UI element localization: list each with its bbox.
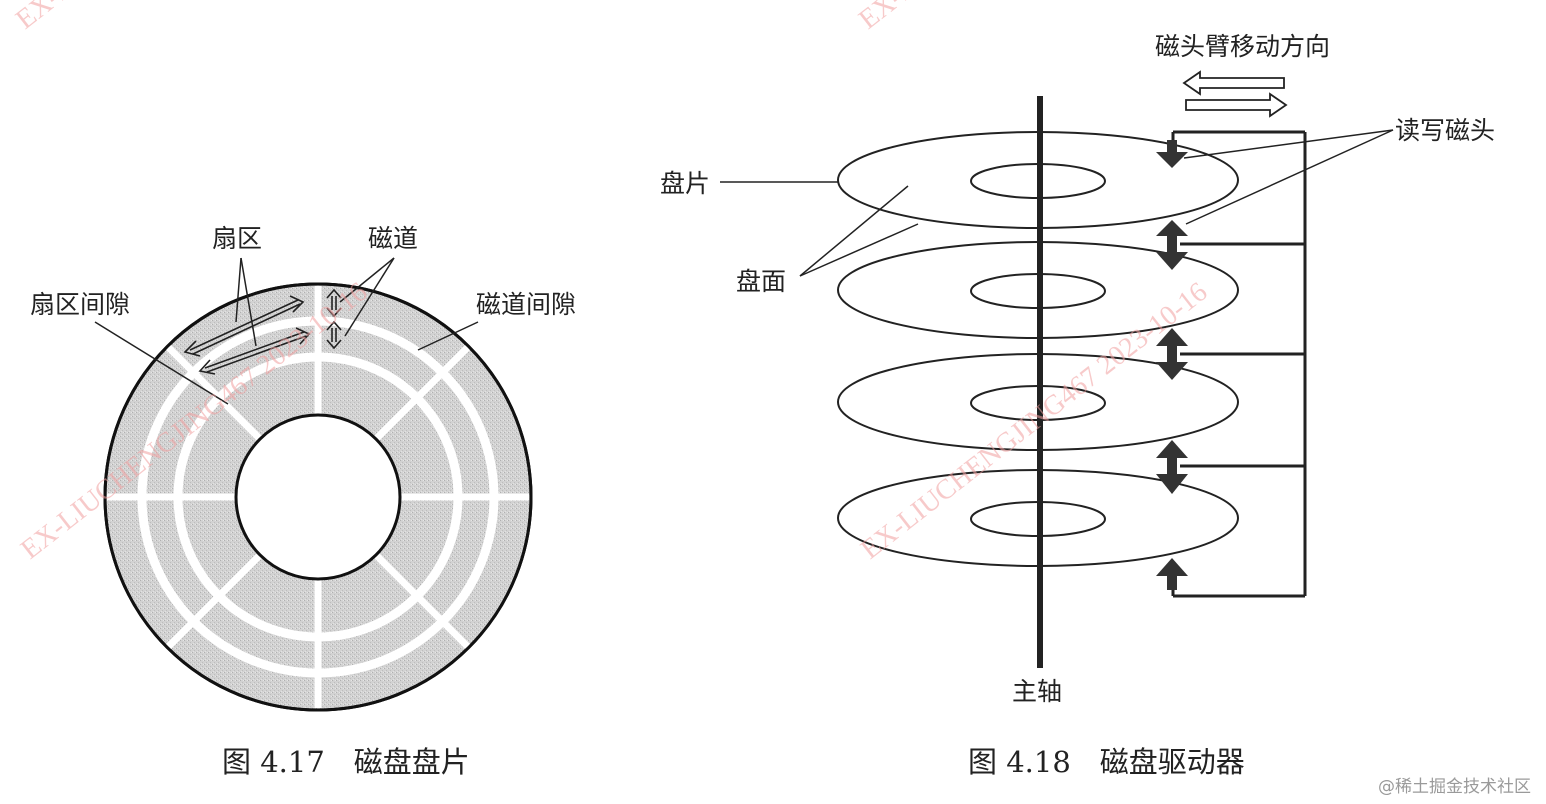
label-track-gap: 磁道间隙 [476, 290, 576, 319]
disk-platter-figure: 扇区 磁道 扇区间隙 磁道间隙 图 4.17 磁盘盘片 [30, 224, 576, 779]
watermark: EX-LIUCHENGJING467 2023-10-16 [855, 276, 1213, 565]
sector-arrow-inner [198, 327, 311, 375]
label-track: 磁道 [368, 224, 418, 253]
label-spindle: 主轴 [1012, 677, 1062, 706]
track-arrow-outer [326, 288, 342, 318]
track-arrow-inner [326, 320, 342, 350]
rw-head-3 [1156, 328, 1188, 380]
label-rw-head: 读写磁头 [1395, 116, 1495, 145]
label-sector-gap: 扇区间隙 [30, 290, 130, 319]
platter-center-hole [234, 413, 402, 581]
rw-head-2 [1156, 220, 1188, 270]
disk-drive-figure: 磁头臂移动方向 读写磁头 盘片 盘面 主轴 图 4.18 磁盘驱动器 [660, 32, 1495, 779]
rw-head-4 [1156, 440, 1188, 494]
label-sector: 扇区 [212, 224, 262, 253]
rw-head-5 [1156, 558, 1188, 590]
label-platter: 盘片 [660, 169, 710, 198]
sector-arrow-outer [183, 295, 305, 357]
leader-lines-right [720, 129, 1394, 277]
caption-figure-4-18: 图 4.18 磁盘驱动器 [968, 745, 1245, 779]
head-arm [1171, 130, 1307, 598]
watermark: EX-LIUCHENGJING467 2023-10-16 [853, 0, 1211, 36]
watermark: EX-LIUCHENGJING467 2023-10-16 [10, 0, 368, 36]
site-logo-text: @稀土掘金技术社区 [1378, 777, 1531, 797]
sector-gap-lines [107, 286, 529, 708]
arm-direction-arrows [1182, 70, 1288, 118]
label-arm-direction: 磁头臂移动方向 [1155, 32, 1330, 61]
caption-figure-4-17: 图 4.17 磁盘盘片 [222, 745, 470, 779]
label-surface: 盘面 [736, 267, 786, 296]
rw-head-1 [1156, 140, 1188, 168]
platter-outer-edge [103, 282, 533, 712]
leader-lines-left [94, 257, 479, 405]
